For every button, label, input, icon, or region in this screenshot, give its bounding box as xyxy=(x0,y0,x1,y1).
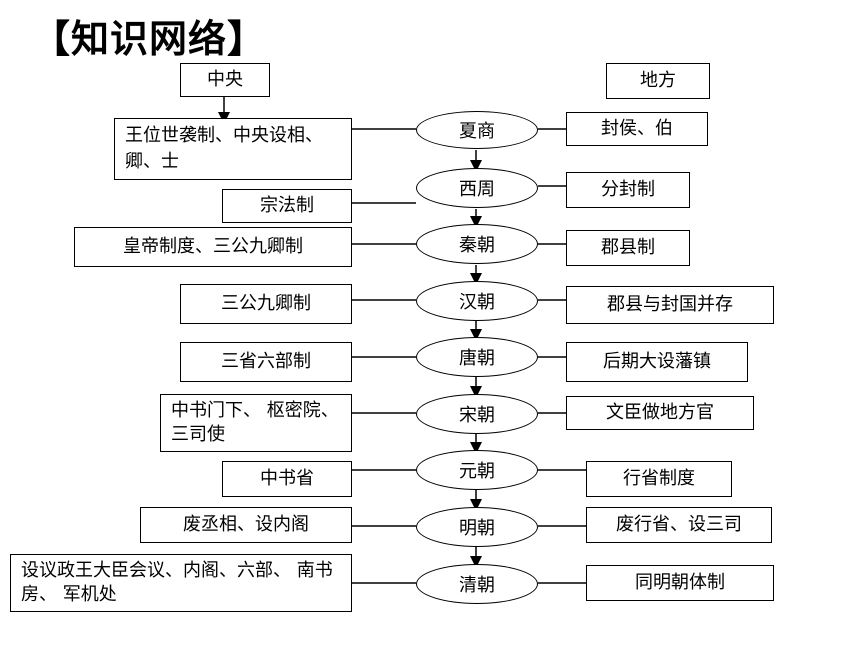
central-box-tang: 三省六部制 xyxy=(180,342,352,382)
page-title: 【知识网络】 xyxy=(32,17,267,61)
local-box-yuan: 行省制度 xyxy=(586,461,732,497)
dynasty-oval-song: 宋朝 xyxy=(416,394,538,434)
central-box-song: 中书门下、 枢密院、三司使 xyxy=(160,394,352,452)
local-box-qin: 郡县制 xyxy=(566,230,690,266)
central-box-qin: 皇帝制度、三公九卿制 xyxy=(74,227,352,267)
dynasty-oval-qing: 清朝 xyxy=(416,564,538,604)
local-box-xiashang: 封侯、伯 xyxy=(566,112,708,146)
dynasty-oval-xizhou: 西周 xyxy=(416,168,538,208)
central-box-han: 三公九卿制 xyxy=(180,284,352,324)
local-box-han: 郡县与封国并存 xyxy=(566,286,774,324)
central-box-xiashang: 王位世袭制、中央设相、卿、士 xyxy=(114,118,352,180)
local-header: 地方 xyxy=(606,63,710,99)
central-box-qing: 设议政王大臣会议、内阁、六部、 南书房、 军机处 xyxy=(10,554,352,612)
central-box-xizhou: 宗法制 xyxy=(222,189,352,223)
central-box-ming: 废丞相、设内阁 xyxy=(140,507,352,543)
local-box-song: 文臣做地方官 xyxy=(566,396,754,430)
local-box-xizhou: 分封制 xyxy=(566,172,690,208)
dynasty-oval-tang: 唐朝 xyxy=(416,337,538,377)
central-header: 中央 xyxy=(180,63,270,97)
dynasty-oval-ming: 明朝 xyxy=(416,507,538,547)
local-box-tang: 后期大设藩镇 xyxy=(566,342,748,382)
dynasty-oval-qin: 秦朝 xyxy=(416,224,538,264)
dynasty-oval-han: 汉朝 xyxy=(416,281,538,321)
local-box-ming: 废行省、设三司 xyxy=(586,507,772,543)
dynasty-oval-yuan: 元朝 xyxy=(416,450,538,490)
dynasty-oval-xiashang: 夏商 xyxy=(416,111,538,149)
central-box-yuan: 中书省 xyxy=(222,461,352,497)
local-box-qing: 同明朝体制 xyxy=(586,565,774,601)
